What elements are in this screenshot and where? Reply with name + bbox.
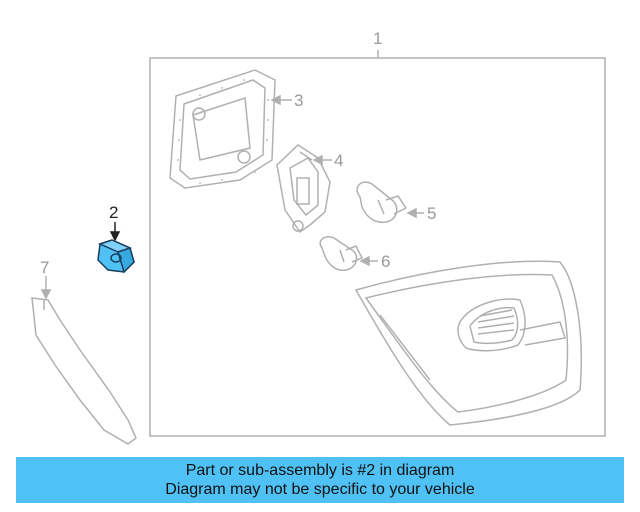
callout-5: 5 — [427, 204, 437, 223]
callout-2-leader — [109, 222, 121, 242]
callout-3: 3 — [294, 91, 304, 110]
trim-strip-icon — [31, 297, 137, 445]
callout-2[interactable]: 2 — [109, 203, 119, 222]
bulb-large-icon — [356, 181, 408, 224]
lamp-assembly-icon — [354, 260, 583, 426]
bulb-small-icon — [319, 236, 364, 272]
callout-4-leader — [312, 154, 332, 166]
banner-line-2: Diagram may not be specific to your vehi… — [165, 481, 475, 498]
banner-line-1: Part or sub-assembly is #2 in diagram — [185, 462, 455, 479]
callout-6-leader — [359, 255, 378, 267]
callout-5-leader — [406, 207, 424, 219]
part-info-banner: Part or sub-assembly is #2 in diagram Di… — [16, 457, 624, 503]
callout-3-leader — [270, 94, 292, 106]
callout-6: 6 — [381, 252, 391, 271]
gasket-icon — [169, 69, 276, 189]
callout-7: 7 — [40, 258, 50, 277]
gasket-dots — [177, 79, 269, 184]
nut-icon[interactable] — [97, 239, 135, 274]
callout-7-leader — [40, 276, 52, 300]
socket-icon — [276, 144, 331, 234]
assembly-box — [149, 50, 606, 437]
callout-4: 4 — [334, 151, 344, 170]
callout-1: 1 — [373, 29, 383, 48]
